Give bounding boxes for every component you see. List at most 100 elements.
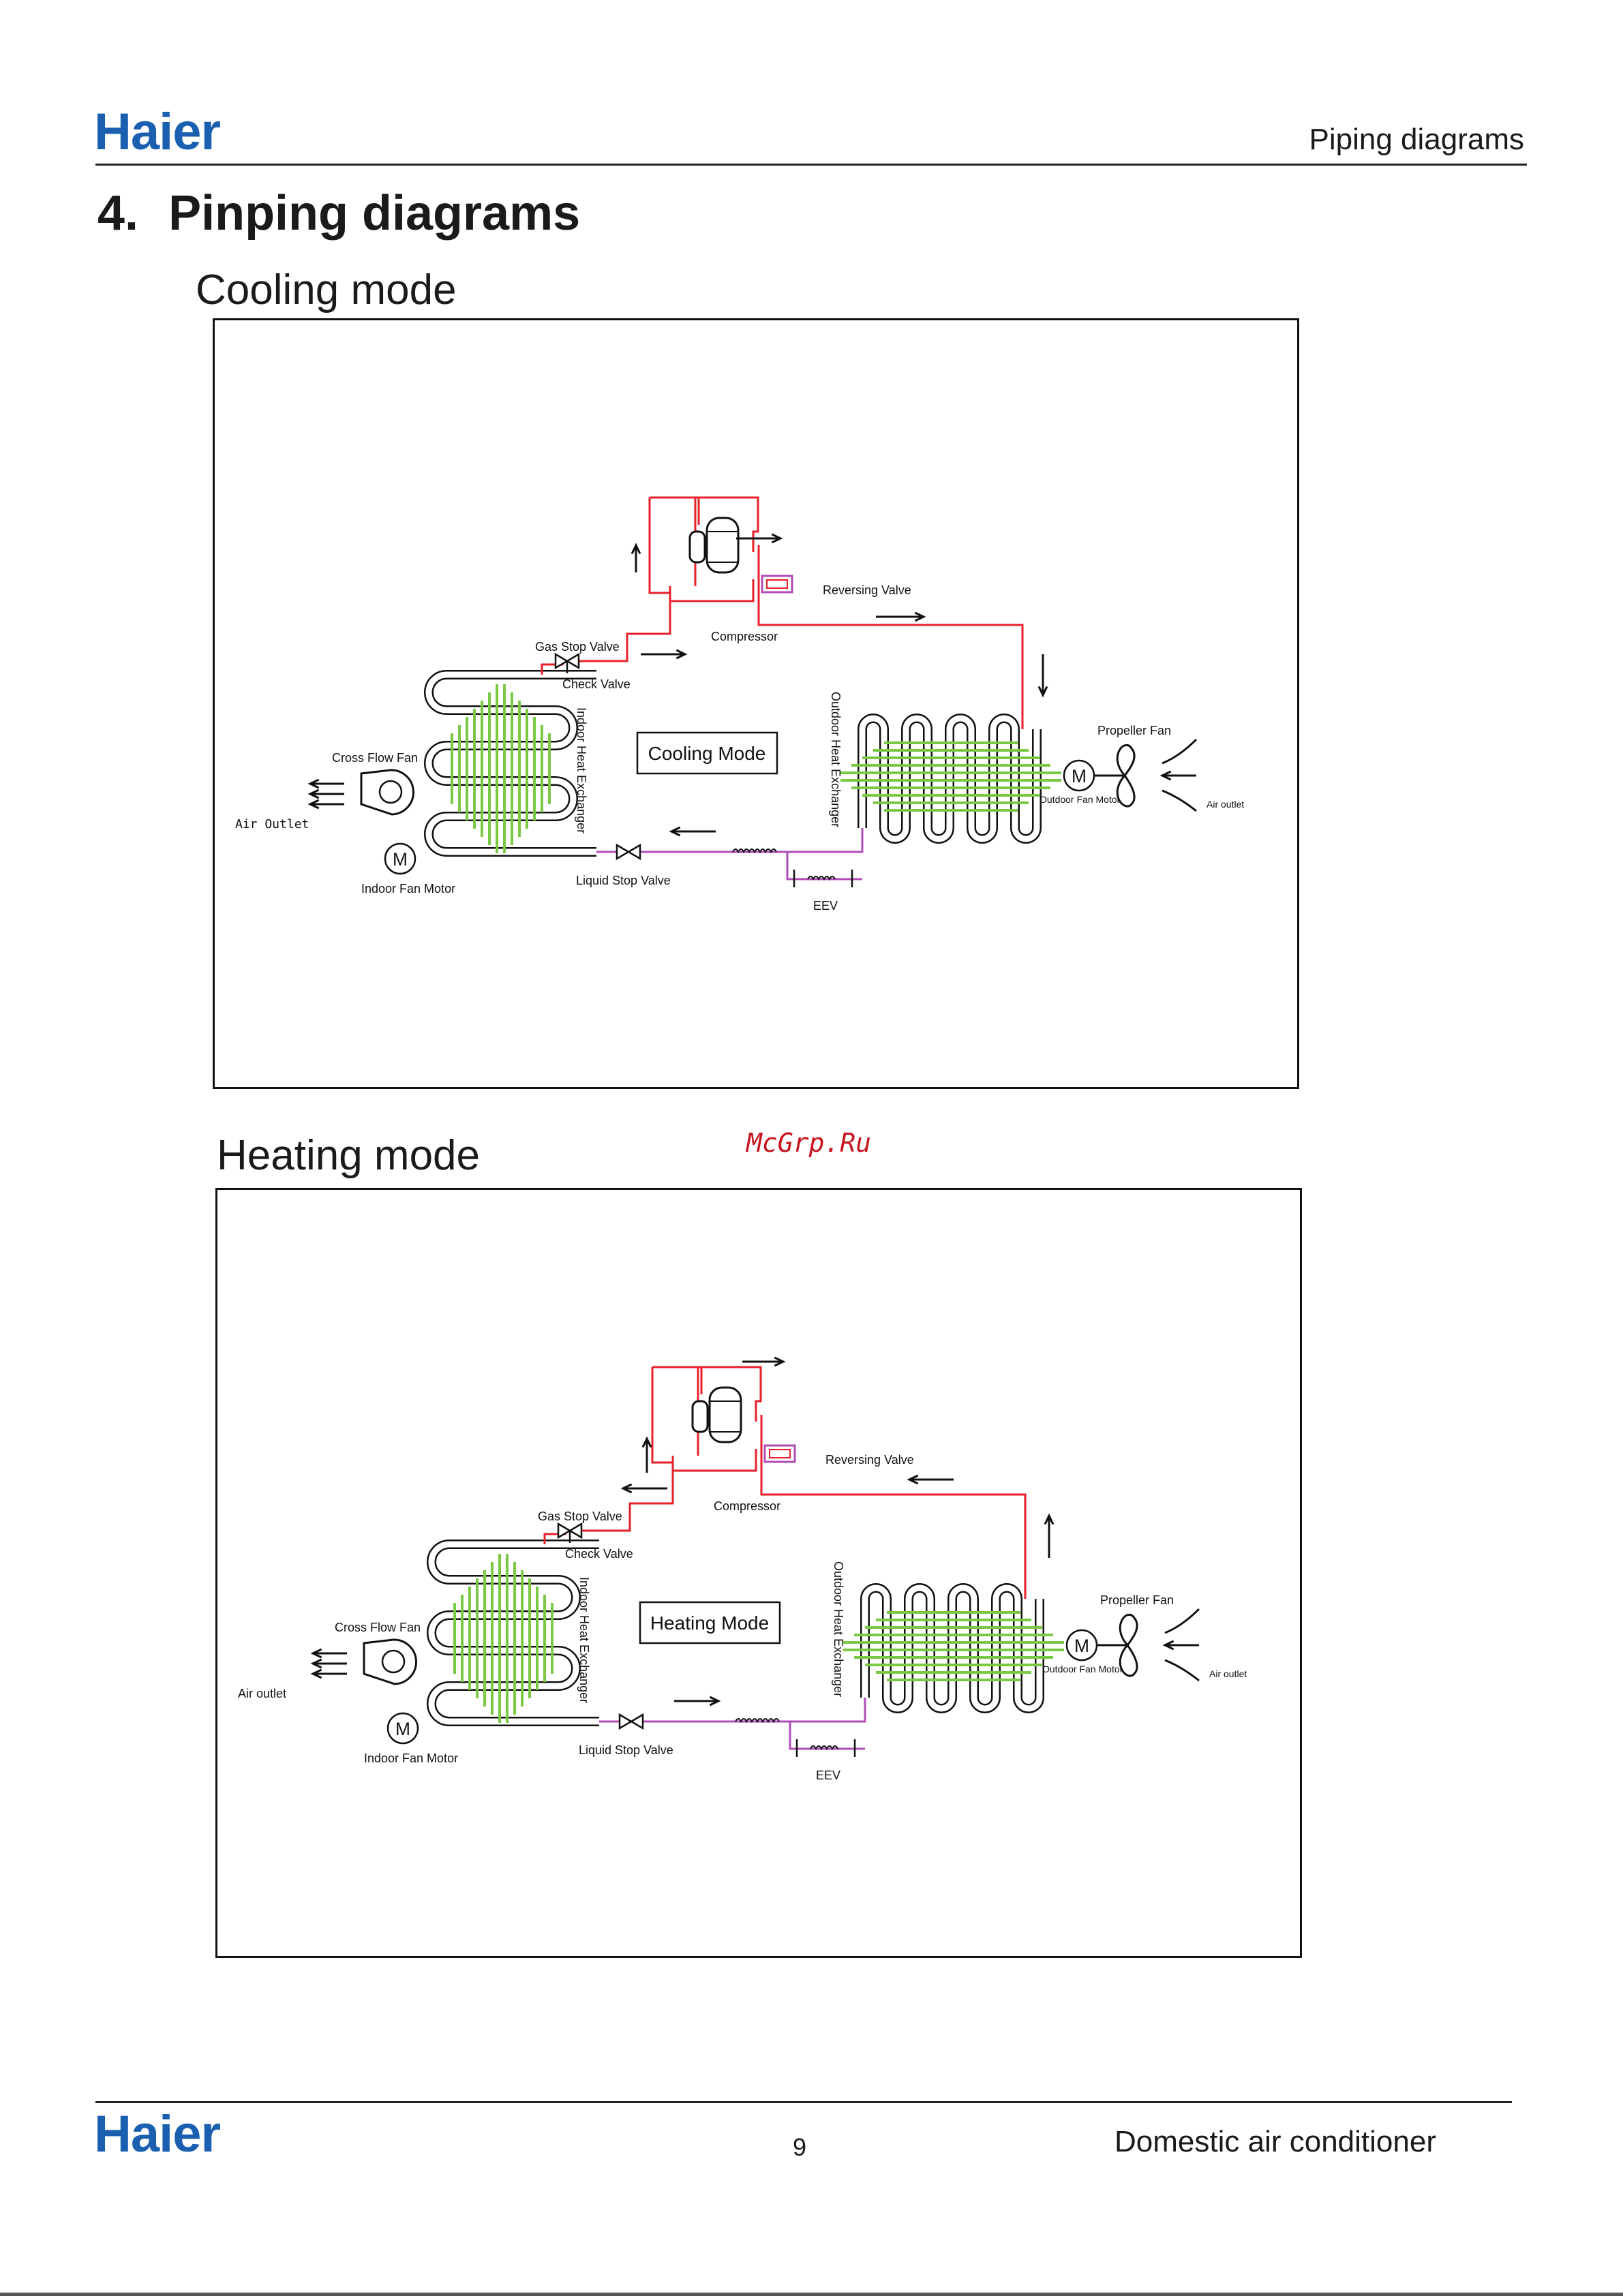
air-flow-arrow xyxy=(310,1658,347,1669)
outdoor-coil-fins xyxy=(843,1611,1064,1681)
outdoor-fan-motor-label: Outdoor Fan Motor xyxy=(1040,794,1121,805)
air-flow-arrow xyxy=(307,778,344,789)
air-flow-curve xyxy=(1162,789,1197,812)
flow-arrow xyxy=(669,826,716,837)
air-flow-arrow xyxy=(1162,1640,1199,1651)
indoor-heat-exchanger-coil xyxy=(424,670,596,857)
gas-pipe-segment xyxy=(760,1415,1027,1599)
footer-product-line: Domestic air conditioner xyxy=(1114,2125,1436,2158)
reversing-valve xyxy=(763,1444,796,1463)
eev-label: EEV xyxy=(816,1769,840,1782)
indoor-fan-motor-label: M xyxy=(395,1719,410,1739)
indoor-fan-motor-label: Indoor Fan Motor xyxy=(364,1751,458,1765)
air-flow-curve xyxy=(1164,1608,1200,1634)
outdoor-fan-motor-label: M xyxy=(1074,1636,1089,1656)
section-title: Pinping diagrams xyxy=(168,186,581,241)
indoor-heat-exchanger-coil xyxy=(427,1540,599,1726)
air-flow-arrow xyxy=(310,1648,347,1659)
cross-flow-fan-label: Cross Flow Fan xyxy=(332,751,418,765)
flow-arrow xyxy=(674,1696,721,1706)
indoor-fan-motor-label: Indoor Fan Motor xyxy=(361,882,455,896)
capillary-tube xyxy=(732,848,777,854)
check-valve-label: Check Valve xyxy=(562,677,631,691)
indoor-air-flow xyxy=(310,1648,347,1679)
gas-pipe-segment xyxy=(543,1456,674,1544)
liquid-stop-valve xyxy=(616,843,641,861)
flow-arrow xyxy=(1044,1513,1055,1558)
gas-pipe-segment xyxy=(652,1366,703,1394)
flow-arrow xyxy=(620,1483,667,1494)
header-section-title: Piping diagrams xyxy=(1309,123,1525,156)
mode-label-box: Heating Mode xyxy=(639,1601,781,1644)
outdoor-fan-motor-label: Outdoor Fan Motor xyxy=(1042,1664,1123,1674)
outdoor-hx-label: Outdoor Heat Exchanger xyxy=(829,692,843,827)
propeller-fan-label: Propeller Fan xyxy=(1100,1593,1174,1607)
indoor-air-outlet-label: Air outlet xyxy=(238,1687,286,1700)
indoor-fan-motor: M xyxy=(384,842,416,875)
flow-arrow xyxy=(742,1356,786,1367)
gas-pipe xyxy=(541,496,1024,729)
air-flow-arrow xyxy=(1159,770,1196,781)
flow-arrow xyxy=(641,1436,652,1473)
outdoor-heat-exchanger-coil xyxy=(860,1583,1044,1713)
cooling-mode-heading: Cooling mode xyxy=(196,266,457,313)
cross-flow-fan xyxy=(363,1638,417,1685)
capillary-tube xyxy=(735,1718,780,1724)
mode-label: Cooling Mode xyxy=(648,743,766,764)
header-divider xyxy=(95,164,1527,166)
indoor-hx-label: Indoor Heat Exchanger xyxy=(577,1577,591,1703)
flow-arrow xyxy=(876,611,926,622)
heating-mode-heading: Heating mode xyxy=(217,1132,481,1179)
propeller-fan xyxy=(1097,1613,1138,1677)
gas-stop-valve-label: Gas Stop Valve xyxy=(538,1510,622,1523)
check-valve-label: Check Valve xyxy=(565,1547,633,1561)
reversing-valve-label: Reversing Valve xyxy=(825,1453,914,1467)
flow-arrow xyxy=(736,533,783,544)
flow-arrow xyxy=(641,649,688,660)
outdoor-air-outlet-label: Air outlet xyxy=(1207,799,1244,810)
cross-flow-fan xyxy=(360,769,414,816)
air-flow-arrow xyxy=(307,799,344,810)
flow-arrow xyxy=(907,1474,954,1485)
gas-pipe-segment xyxy=(648,498,670,594)
mode-label-box: Cooling Mode xyxy=(636,731,778,775)
indoor-air-outlet-label: Air Outlet xyxy=(235,817,309,831)
gas-pipe-segment xyxy=(650,496,700,525)
outdoor-air-flow xyxy=(1162,1608,1200,1682)
compressor xyxy=(691,1386,742,1443)
air-flow-curve xyxy=(1162,738,1198,765)
gas-pipe-segment xyxy=(697,1366,762,1456)
footer-haier-logo: Haier xyxy=(94,2105,221,2163)
outdoor-fan-motor: M xyxy=(1063,759,1095,792)
liquid-stop-valve xyxy=(618,1713,644,1730)
gas-pipe-segment xyxy=(694,496,759,586)
watermark: McGrp.Ru xyxy=(746,1128,872,1158)
cross-flow-fan-label: Cross Flow Fan xyxy=(335,1621,421,1634)
propeller-fan-label: Propeller Fan xyxy=(1097,724,1171,737)
reversing-valve-label: Reversing Valve xyxy=(823,583,911,597)
gas-pipe xyxy=(543,1366,1027,1599)
indoor-fan-motor: M xyxy=(386,1712,419,1745)
air-flow-arrow xyxy=(307,789,344,799)
gas-pipe-segment xyxy=(671,1449,757,1503)
outdoor-fan-motor-label: M xyxy=(1072,766,1087,786)
page-title: 4. Pinping diagrams xyxy=(97,185,580,241)
outdoor-hx-label: Outdoor Heat Exchanger xyxy=(832,1561,845,1697)
propeller-fan xyxy=(1094,744,1136,808)
outdoor-heat-exchanger-coil xyxy=(858,714,1042,844)
indoor-hx-label: Indoor Heat Exchanger xyxy=(575,707,588,833)
reversing-valve xyxy=(761,575,793,594)
gas-stop-valve xyxy=(557,1522,583,1543)
bottom-band xyxy=(0,2293,1623,2296)
compressor-label: Compressor xyxy=(711,630,778,643)
indoor-air-flow xyxy=(307,778,344,810)
footer-divider xyxy=(95,2101,1512,2103)
mode-label: Heating Mode xyxy=(650,1612,769,1634)
flow-arrow xyxy=(631,542,641,572)
eev xyxy=(795,1739,856,1757)
gas-pipe-segment xyxy=(541,586,671,675)
compressor xyxy=(688,517,740,574)
eev-label: EEV xyxy=(813,899,838,913)
